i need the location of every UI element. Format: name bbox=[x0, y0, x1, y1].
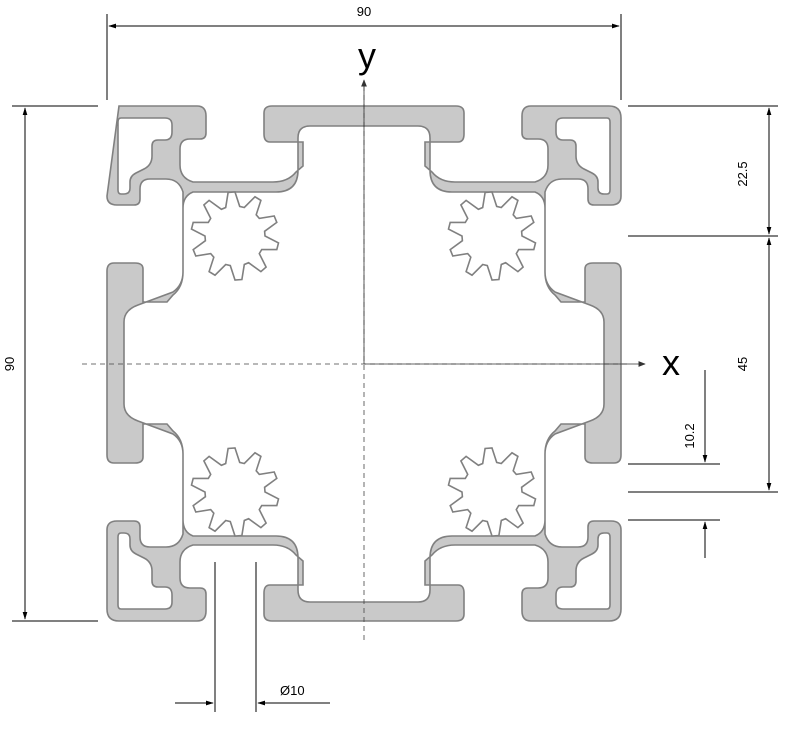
screw-channel bbox=[447, 447, 537, 537]
screw-channel bbox=[190, 191, 280, 281]
screw-channel bbox=[447, 191, 537, 281]
width-dimension-label: 90 bbox=[357, 4, 371, 19]
hole-diameter-dimension-label: Ø10 bbox=[280, 683, 305, 698]
labels: y x 90 90 22.5 45 10.2 Ø10 bbox=[2, 4, 750, 698]
pitch-outer-dimension-label: 22.5 bbox=[735, 161, 750, 186]
dimension-lines bbox=[12, 14, 778, 712]
slot-width-dimension-label: 10.2 bbox=[682, 423, 697, 448]
aluminium-profile bbox=[106, 105, 622, 622]
pitch-center-dimension-label: 45 bbox=[735, 357, 750, 371]
screw-channel bbox=[190, 447, 280, 537]
screw-channels bbox=[190, 191, 537, 537]
profile-body bbox=[106, 105, 622, 622]
y-axis-label: y bbox=[358, 35, 376, 76]
x-axis-label: x bbox=[662, 342, 680, 383]
height-dimension-label: 90 bbox=[2, 357, 17, 371]
center-axes bbox=[82, 79, 646, 644]
